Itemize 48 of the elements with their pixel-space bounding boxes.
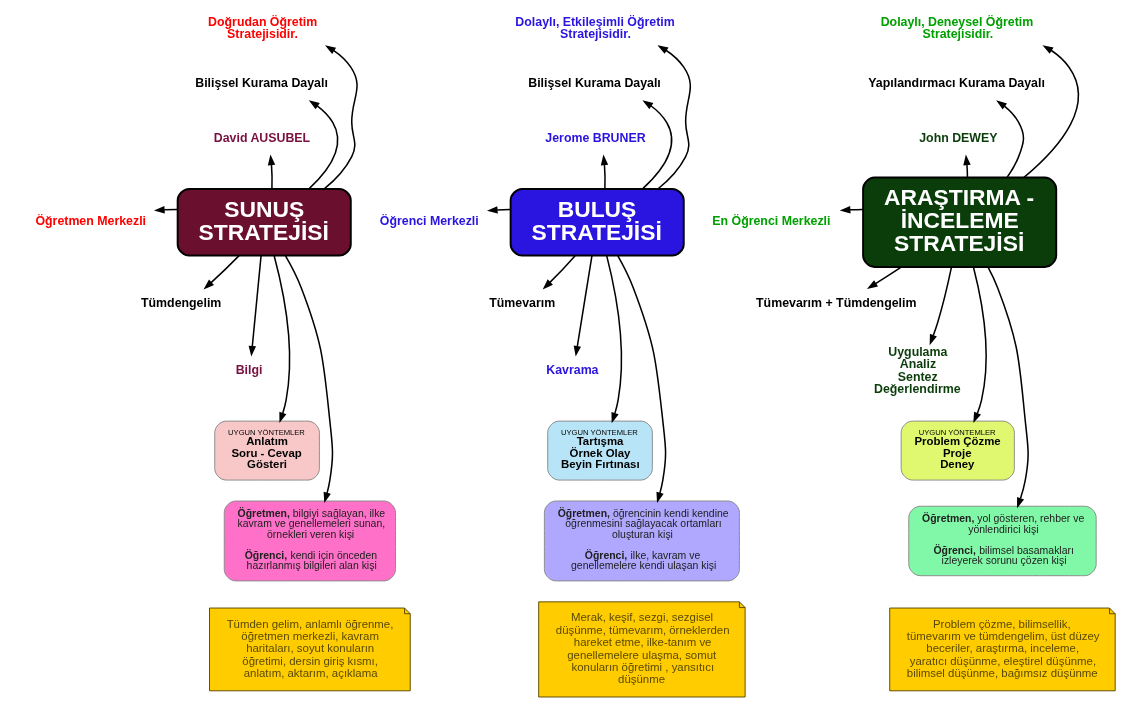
arrow xyxy=(573,254,593,357)
arrow xyxy=(600,154,609,190)
node-box: Öğretmen, öğrencinin kendi kendine öğrenmesini sağlayacak ortamları oluşturan kişi Öğrenci, ilke, kavram ve genellemelere kendi ulaşan kişi xyxy=(543,500,740,582)
node-text: Dolaylı, Etkileşimli Öğretim Stratejisidir. xyxy=(515,14,675,42)
arrow xyxy=(963,154,971,179)
arrow xyxy=(987,266,1029,509)
node-box: ARAŞTIRMA - İNCELEME STRATEJİSİ xyxy=(862,176,1058,268)
node-text: John DEWEY xyxy=(919,130,998,145)
arrow xyxy=(308,100,339,190)
arrow xyxy=(605,254,623,424)
arrow xyxy=(996,100,1025,178)
node-text: Bilgi xyxy=(235,362,263,377)
node-text: Tümdengelim xyxy=(141,296,222,311)
node-box: UYGUN YÖNTEMLER Problem Çözme Proje Deney xyxy=(900,420,1015,481)
arrow xyxy=(267,154,276,190)
arrow xyxy=(1023,45,1080,179)
node-text: David AUSUBEL xyxy=(213,130,311,145)
arrow xyxy=(866,266,902,289)
node-text: Bilişsel Kurama Dayalı xyxy=(528,75,661,90)
arrow xyxy=(203,254,240,290)
node-box: Öğretmen, yol gösteren, rehber ve yönlendirici kişi Öğrenci, bilimsel basamakları izleyerek sorunu çözen kişi xyxy=(908,505,1097,577)
node-text: En Öğrenci Merkezli xyxy=(712,213,831,228)
arrow xyxy=(929,266,953,346)
arrow xyxy=(273,254,291,424)
node-text: Jerome BRUNER xyxy=(545,130,646,145)
arrow xyxy=(617,255,667,504)
node-text: Kavrama xyxy=(546,362,599,377)
arrow xyxy=(323,45,358,190)
node-text: Uygulama Analiz Sentez Değerlendirme xyxy=(874,344,961,396)
node-box: UYGUN YÖNTEMLER Tartışma Örnek Olay Beyin Fırtınası xyxy=(547,420,653,481)
node-text: Doğrudan Öğretim Stratejisidir. xyxy=(208,14,318,42)
node-text: Tümevarım + Tümdengelim xyxy=(756,296,917,311)
arrow xyxy=(641,100,673,190)
node-text: Bilişsel Kurama Dayalı xyxy=(195,75,328,90)
node-text: Dolaylı, Deneysel Öğretim Stratejisidir. xyxy=(880,14,1034,42)
node-text: Öğrenci Merkezli xyxy=(379,213,479,228)
arrow xyxy=(248,254,262,357)
node-box: Öğretmen, bilgiyi sağlayan, ilke kavram ve genellemeleri sunan, örnekleri veren kişi Öğrenci, kendi için önceden hazırlanmış bilgileri alan kişi xyxy=(223,500,396,582)
arrow xyxy=(284,255,334,504)
node-text: Öğretmen Merkezli xyxy=(35,213,147,228)
arrow xyxy=(972,266,987,423)
node-text: Tümevarım xyxy=(489,296,556,311)
arrow xyxy=(542,254,576,290)
node-box: BULUŞ STRATEJİSİ xyxy=(509,188,685,257)
node-box: SUNUŞ STRATEJİSİ xyxy=(176,188,352,257)
arrow xyxy=(657,45,692,190)
node-box: UYGUN YÖNTEMLER Anlatım Soru - Cevap Gösteri xyxy=(214,420,320,481)
node-text: Yapılandırmacı Kurama Dayalı xyxy=(868,75,1045,90)
